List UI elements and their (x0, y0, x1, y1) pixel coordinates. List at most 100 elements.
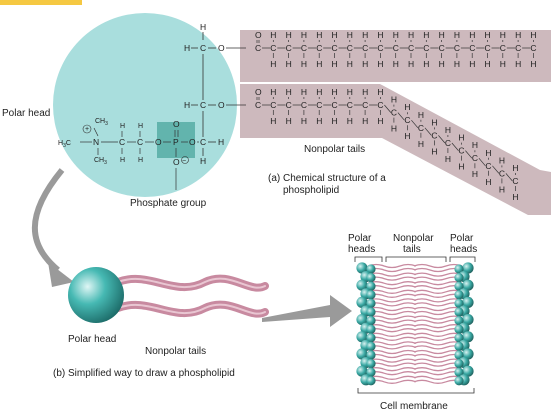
membrane-head-right-inner (454, 264, 464, 274)
membrane-head-left-inner (366, 316, 376, 326)
membrane-head-left-inner (366, 324, 376, 334)
membrane-tail-left (367, 306, 417, 312)
atom-h: H (391, 124, 397, 134)
membrane-tail-right (413, 298, 463, 303)
membrane-tail-right (413, 310, 463, 316)
membrane-head-left-inner (366, 290, 376, 300)
membrane-tail-left (367, 379, 417, 384)
polar-heads-right-label-1: Polar (450, 233, 474, 244)
atom-c: C (500, 43, 506, 53)
cell-membrane-bilayer (356, 262, 474, 386)
atom-c: C (439, 43, 445, 53)
membrane-head-left-inner (366, 307, 376, 317)
membrane-head-right-inner (454, 307, 464, 317)
atom-h: H (332, 30, 338, 40)
methyl-bottom: CH3 (94, 157, 107, 166)
atom-c: C (515, 43, 521, 53)
atom-h: H (301, 87, 307, 97)
atom-h: H (301, 59, 307, 69)
bracket-mid (385, 256, 447, 262)
membrane-head-right-inner (454, 359, 464, 369)
atom-h: H (515, 30, 521, 40)
atom-c: C (469, 43, 475, 53)
atom-h: H (270, 116, 276, 126)
membrane-tail-left (367, 289, 417, 294)
membrane-head-right-inner (454, 333, 464, 343)
atom-o: O (155, 137, 162, 147)
membrane-head-left-inner (366, 341, 376, 351)
atom-h: H (270, 30, 276, 40)
polar-heads-right-label-2: heads (450, 244, 477, 255)
atom-h: H (393, 59, 399, 69)
membrane-tail-right (413, 379, 463, 384)
membrane-tail-right (413, 302, 463, 307)
membrane-tail-left (367, 324, 417, 329)
membrane-tail-left (367, 302, 417, 307)
membrane-head-left (356, 365, 368, 377)
atom-h: H (138, 157, 143, 164)
membrane-tail-right (413, 336, 463, 341)
nonpolar-tails-b-label: Nonpolar tails (145, 346, 206, 357)
nonpolar-tails-label: Nonpolar tails (304, 144, 365, 155)
atom-h: H (120, 123, 125, 130)
membrane-tail-left (367, 298, 417, 303)
minus-charge: − (182, 158, 186, 165)
membrane-tail-left (367, 367, 417, 372)
atom-h: H (445, 125, 451, 135)
bracket-bottom (357, 388, 475, 394)
atom-c: C (393, 43, 399, 53)
atom-h: H (200, 156, 206, 166)
membrane-tail-right (413, 281, 463, 286)
atom-h: H (404, 131, 410, 141)
membrane-tail-left (367, 267, 417, 273)
membrane-head-right (462, 331, 474, 343)
atom-h: H (362, 87, 368, 97)
atom-c: C (332, 100, 338, 110)
plus-charge: + (85, 126, 89, 133)
membrane-head-left (356, 314, 368, 326)
atom-o: O (255, 87, 262, 97)
atom-o: O (218, 43, 225, 53)
atom-h: H (515, 59, 521, 69)
atom-h: H (270, 59, 276, 69)
atom-c: C (119, 137, 125, 147)
membrane-tail-right (413, 315, 463, 320)
atom-h: H (184, 100, 190, 110)
atom-c: C (270, 43, 276, 53)
atom-h: H (431, 146, 437, 156)
atom-c: C (286, 43, 292, 53)
membrane-tail-left (367, 319, 417, 324)
membrane-tail-right (413, 263, 463, 269)
atom-h: H (286, 59, 292, 69)
atom-h: H (377, 30, 383, 40)
membrane-head-right-inner (454, 376, 464, 386)
simplified-phospholipid (68, 267, 269, 323)
membrane-tail-right (413, 276, 463, 281)
atom-o: O (173, 119, 180, 129)
membrane-head-left-inner (366, 359, 376, 369)
atom-c: C (418, 123, 424, 133)
membrane-head-left-inner (366, 350, 376, 360)
atom-h: H (301, 30, 307, 40)
membrane-tail-right (413, 353, 463, 359)
atom-h: H (472, 169, 478, 179)
atom-h: H (530, 59, 536, 69)
membrane-tail-right (413, 367, 463, 372)
membrane-head-right (462, 279, 474, 291)
atom-h: H (512, 163, 518, 173)
membrane-tail-left (367, 362, 417, 367)
atom-h: H (377, 87, 383, 97)
membrane-head-left (356, 262, 368, 274)
atom-h: H (500, 30, 506, 40)
caption-b: (b) Simplified way to draw a phospholipi… (53, 368, 235, 379)
membrane-tail-left (367, 375, 417, 380)
atom-o: O (189, 137, 196, 147)
membrane-head-left-inner (366, 298, 376, 308)
atom-c: C (485, 43, 491, 53)
atom-h: H (120, 157, 125, 164)
atom-h: H (362, 30, 368, 40)
atom-h: H (454, 30, 460, 40)
membrane-head-right-inner (454, 367, 464, 377)
membrane-head-left-inner (366, 333, 376, 343)
